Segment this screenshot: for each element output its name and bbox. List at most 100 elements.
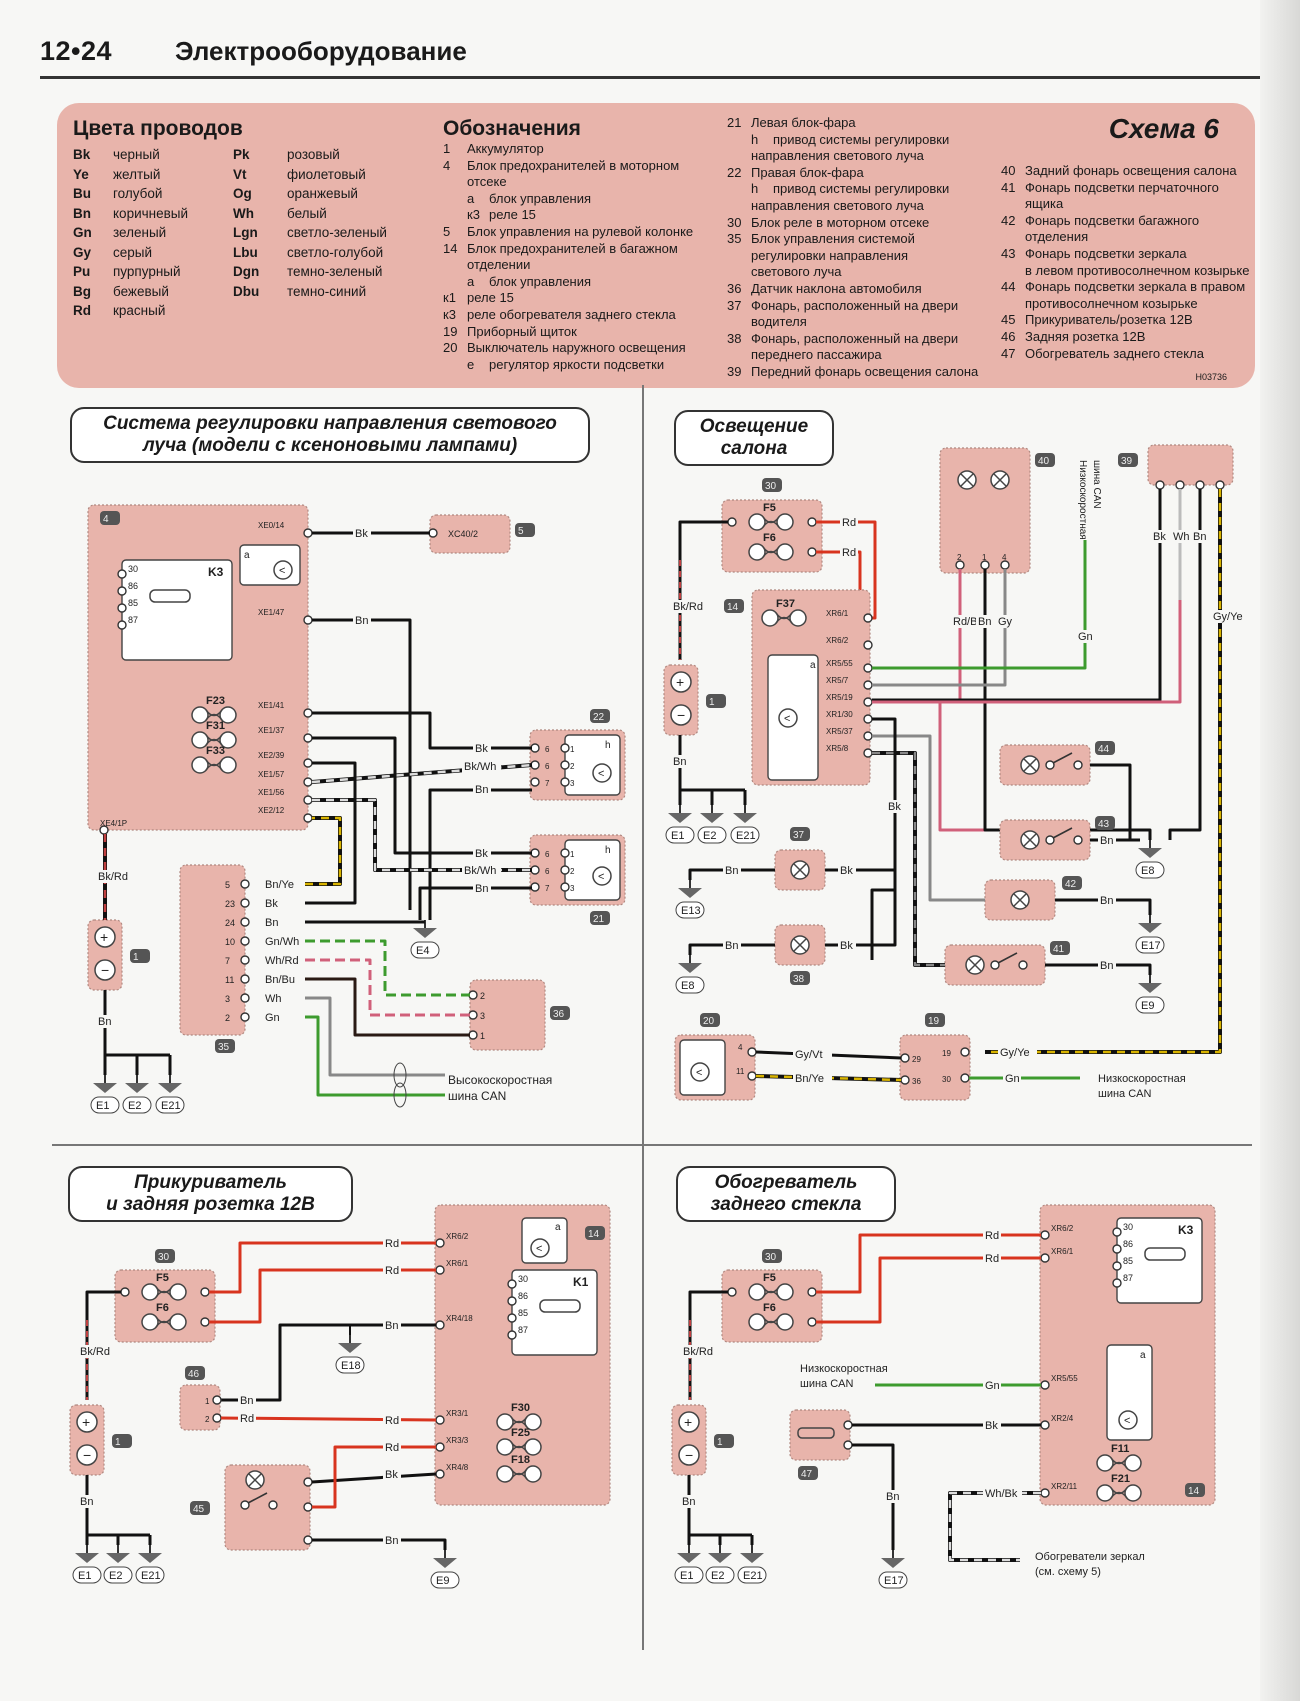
wire-label-bg: [840, 516, 858, 529]
can-bus-label: шина CAN: [1098, 1088, 1151, 1100]
pin-terminal: [1155, 480, 1165, 490]
pin-terminal: [863, 663, 873, 673]
ground-icon: [1138, 848, 1162, 858]
pin-terminal: [200, 1317, 210, 1327]
pin-terminal: [807, 547, 817, 557]
wire: [312, 798, 532, 872]
ground-label: E2: [703, 830, 716, 842]
pin-terminal: [1112, 1227, 1122, 1237]
wire: [1090, 763, 1132, 840]
ground-label: E8: [1141, 865, 1154, 877]
ground-label: E9: [1141, 1000, 1154, 1012]
motor-icon: [592, 866, 612, 886]
wire-label-bg: [976, 615, 994, 628]
pin-terminal: [1040, 1253, 1050, 1263]
wire: [1045, 963, 1152, 975]
designation-number: 37: [727, 297, 742, 313]
pin-terminal: [863, 748, 873, 758]
fuse-terminal: [789, 609, 807, 627]
steering-column-module-5: [429, 514, 511, 554]
fuse-label: F31: [206, 720, 225, 732]
connector-pin-label: 6: [545, 850, 550, 859]
designation-text: водителя: [751, 314, 807, 330]
wire-label: Bn: [475, 784, 488, 796]
ground-icon: [138, 1553, 162, 1563]
connector-pin-label: 5: [225, 880, 230, 890]
designation-number: к1: [443, 290, 456, 306]
ground-icon: [1138, 983, 1162, 993]
fuse-label: F6: [156, 1302, 169, 1314]
pin-terminal: [117, 586, 127, 596]
wire: [872, 489, 1162, 702]
wire-label-bg: [1211, 610, 1250, 623]
connector-pin-label: 2: [205, 1415, 210, 1424]
connector-pin-label: 10: [225, 937, 235, 947]
wire-label-bg: [353, 614, 371, 627]
wire-label-bg: [473, 847, 491, 860]
ground-label: E2: [109, 1570, 122, 1582]
pin-terminal: [1040, 1488, 1050, 1498]
component-number: 38: [793, 974, 805, 985]
designation-item: водителя: [727, 314, 997, 331]
relay-pin-label: 87: [518, 1325, 528, 1335]
component-number-badge: [215, 1039, 235, 1053]
designation-text: Задняя розетка 12В: [1025, 328, 1146, 344]
connector-pin-label: XC40/2: [448, 529, 478, 539]
fuse-terminal: [1124, 1454, 1142, 1472]
connector-pin-label: 36: [912, 1077, 921, 1086]
pin-terminal: [530, 882, 540, 892]
section-title-line: Система регулировки направления световог…: [103, 413, 557, 434]
connector-pin-label: XE0/14: [258, 521, 285, 530]
connector-pin-label: XR6/2: [1051, 1224, 1074, 1233]
ground-label-box: [675, 976, 705, 994]
can-bus-label: шина CAN: [448, 1089, 506, 1103]
fuse-terminal: [776, 1313, 794, 1331]
wire-color-code: Bu: [73, 186, 91, 201]
headlamp-leveling-module-35: [179, 864, 246, 1036]
wire-label-bg: [263, 878, 302, 891]
component-number: 42: [1065, 879, 1077, 890]
vertical-divider: [642, 385, 644, 1650]
component-number: 14: [727, 602, 739, 613]
pin-terminal: [468, 1010, 478, 1020]
connector-pin-label: 3: [480, 1011, 485, 1021]
section-title-rear-heater: Обогреватель заднего стекла: [676, 1166, 896, 1222]
wire: [948, 1491, 1041, 1562]
pin-terminal: [1040, 1380, 1050, 1390]
designation-text: ящика: [1025, 196, 1064, 212]
wire-label-bg: [96, 870, 135, 883]
connector-pin-label: XR3/3: [446, 1436, 469, 1445]
pin-terminal: [727, 517, 737, 527]
battery-minus: −: [685, 1447, 693, 1463]
motor-icon: [592, 763, 612, 783]
wire-label: Gy: [998, 616, 1013, 628]
designation-text: Передний фонарь освещения салона: [751, 363, 979, 379]
component-number-badge: [1185, 1483, 1205, 1497]
page-title: Электрооборудование: [175, 36, 467, 66]
connector-pin-label: XR5/37: [826, 727, 853, 736]
connector-pin-label: 3: [570, 779, 575, 788]
pin-terminal: [530, 743, 540, 753]
wire-label: Bn: [725, 940, 738, 952]
scheme-title: Схема 6: [1108, 113, 1219, 144]
fuse-label: F5: [156, 1272, 169, 1284]
pin-terminal: [530, 865, 540, 875]
wire-label-bg: [1003, 1072, 1021, 1085]
wire-label-bg: [353, 527, 371, 540]
fuse-icon: [510, 1468, 528, 1480]
connector-pin-label: XR5/8: [826, 744, 849, 753]
component-number: 39: [1121, 456, 1133, 467]
section-title-line: Освещение: [699, 416, 809, 437]
pin-terminal: [1073, 760, 1083, 770]
designation-number: 43: [1001, 245, 1016, 261]
wire-label: Bn: [978, 616, 991, 628]
section-title-line: Обогреватель: [714, 1172, 858, 1193]
pin-terminal: [955, 560, 965, 570]
ground-label-box: [675, 901, 705, 919]
designation-item: противосолнечном козырьке: [1001, 296, 1251, 313]
wire-label: Bn: [886, 1491, 899, 1503]
can-bus-label: Низкоскоростная: [800, 1363, 888, 1375]
designation-number: 45: [1001, 312, 1016, 328]
pin-terminal: [960, 1073, 970, 1083]
